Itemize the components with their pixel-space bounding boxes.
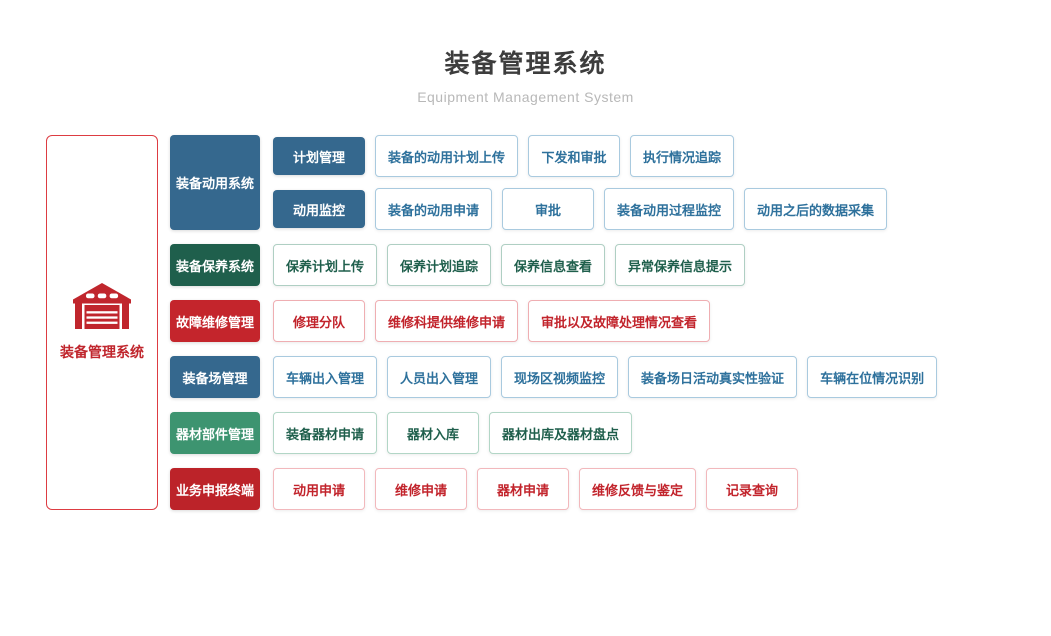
root-system-panel: 装备管理系统 (46, 135, 158, 510)
diagram-node: 保养信息查看 (501, 244, 606, 286)
root-system-label: 装备管理系统 (60, 344, 144, 360)
diagram-node: 维修申请 (375, 468, 467, 510)
sub-category: 计划管理 (273, 137, 365, 175)
page-title: 装备管理系统 (444, 50, 607, 78)
diagram-node: 装备的动用计划上传 (375, 135, 519, 177)
diagram-node: 装备的动用申请 (375, 188, 493, 230)
group-category: 器材部件管理 (170, 412, 260, 454)
diagram-node: 保养计划上传 (273, 244, 378, 286)
diagram-node: 装备场日活动真实性验证 (628, 356, 798, 398)
group: 器材部件管理装备器材申请器材入库器材出库及器材盘点 (170, 412, 937, 454)
diagram-node: 器材申请 (477, 468, 569, 510)
diagram-row: 动用申请维修申请器材申请维修反馈与鉴定记录查询 (273, 468, 799, 510)
group-rows: 装备器材申请器材入库器材出库及器材盘点 (273, 412, 633, 454)
group-rows: 修理分队维修科提供维修申请审批以及故障处理情况查看 (273, 300, 711, 342)
diagram-row: 计划管理装备的动用计划上传下发和审批执行情况追踪 (273, 135, 887, 177)
group: 故障维修管理修理分队维修科提供维修申请审批以及故障处理情况查看 (170, 300, 937, 342)
diagram-node: 现场区视频监控 (501, 356, 619, 398)
group-category: 故障维修管理 (170, 300, 260, 342)
diagram-node: 动用之后的数据采集 (744, 188, 888, 230)
diagram-node: 车辆出入管理 (273, 356, 378, 398)
diagram-node: 器材出库及器材盘点 (489, 412, 633, 454)
diagram-node: 车辆在位情况识别 (807, 356, 938, 398)
diagram-node: 审批以及故障处理情况查看 (528, 300, 711, 342)
diagram-node: 异常保养信息提示 (615, 244, 746, 286)
diagram-node: 保养计划追踪 (387, 244, 492, 286)
sub-category: 动用监控 (273, 190, 365, 228)
diagram-node: 动用申请 (273, 468, 365, 510)
diagram-node: 装备器材申请 (273, 412, 378, 454)
group-category: 业务申报终端 (170, 468, 260, 510)
diagram-node: 审批 (502, 188, 595, 230)
group-rows: 保养计划上传保养计划追踪保养信息查看异常保养信息提示 (273, 244, 746, 286)
group-rows: 动用申请维修申请器材申请维修反馈与鉴定记录查询 (273, 468, 799, 510)
group: 业务申报终端动用申请维修申请器材申请维修反馈与鉴定记录查询 (170, 468, 937, 510)
system-diagram: 装备管理系统 装备动用系统计划管理装备的动用计划上传下发和审批执行情况追踪动用监… (46, 135, 1051, 510)
group-rows: 车辆出入管理人员出入管理现场区视频监控装备场日活动真实性验证车辆在位情况识别 (273, 356, 938, 398)
diagram-node: 装备动用过程监控 (604, 188, 735, 230)
diagram-node: 维修科提供维修申请 (375, 300, 519, 342)
group: 装备场管理车辆出入管理人员出入管理现场区视频监控装备场日活动真实性验证车辆在位情… (170, 356, 938, 398)
diagram-node: 修理分队 (273, 300, 365, 342)
diagram-node: 记录查询 (706, 468, 799, 510)
diagram-node: 维修反馈与鉴定 (579, 468, 697, 510)
diagram-node: 下发和审批 (528, 135, 621, 177)
diagram-node: 器材入库 (387, 412, 480, 454)
diagram-row: 动用监控装备的动用申请审批装备动用过程监控动用之后的数据采集 (273, 188, 888, 230)
diagram-row: 装备器材申请器材入库器材出库及器材盘点 (273, 412, 633, 454)
diagram-node: 人员出入管理 (387, 356, 492, 398)
group: 装备动用系统计划管理装备的动用计划上传下发和审批执行情况追踪动用监控装备的动用申… (170, 135, 937, 230)
diagram-row: 保养计划上传保养计划追踪保养信息查看异常保养信息提示 (273, 244, 746, 286)
group-category: 装备场管理 (170, 356, 260, 398)
warehouse-icon (73, 283, 131, 334)
group-category: 装备动用系统 (170, 135, 260, 230)
diagram-row: 修理分队维修科提供维修申请审批以及故障处理情况查看 (273, 300, 711, 342)
diagram-row: 车辆出入管理人员出入管理现场区视频监控装备场日活动真实性验证车辆在位情况识别 (273, 356, 938, 398)
group-rows: 计划管理装备的动用计划上传下发和审批执行情况追踪动用监控装备的动用申请审批装备动… (273, 135, 888, 230)
groups-container: 装备动用系统计划管理装备的动用计划上传下发和审批执行情况追踪动用监控装备的动用申… (170, 135, 938, 510)
group: 装备保养系统保养计划上传保养计划追踪保养信息查看异常保养信息提示 (170, 244, 937, 286)
diagram-node: 执行情况追踪 (630, 135, 735, 177)
group-category: 装备保养系统 (170, 244, 260, 286)
page-subtitle: Equipment Management System (417, 89, 634, 105)
